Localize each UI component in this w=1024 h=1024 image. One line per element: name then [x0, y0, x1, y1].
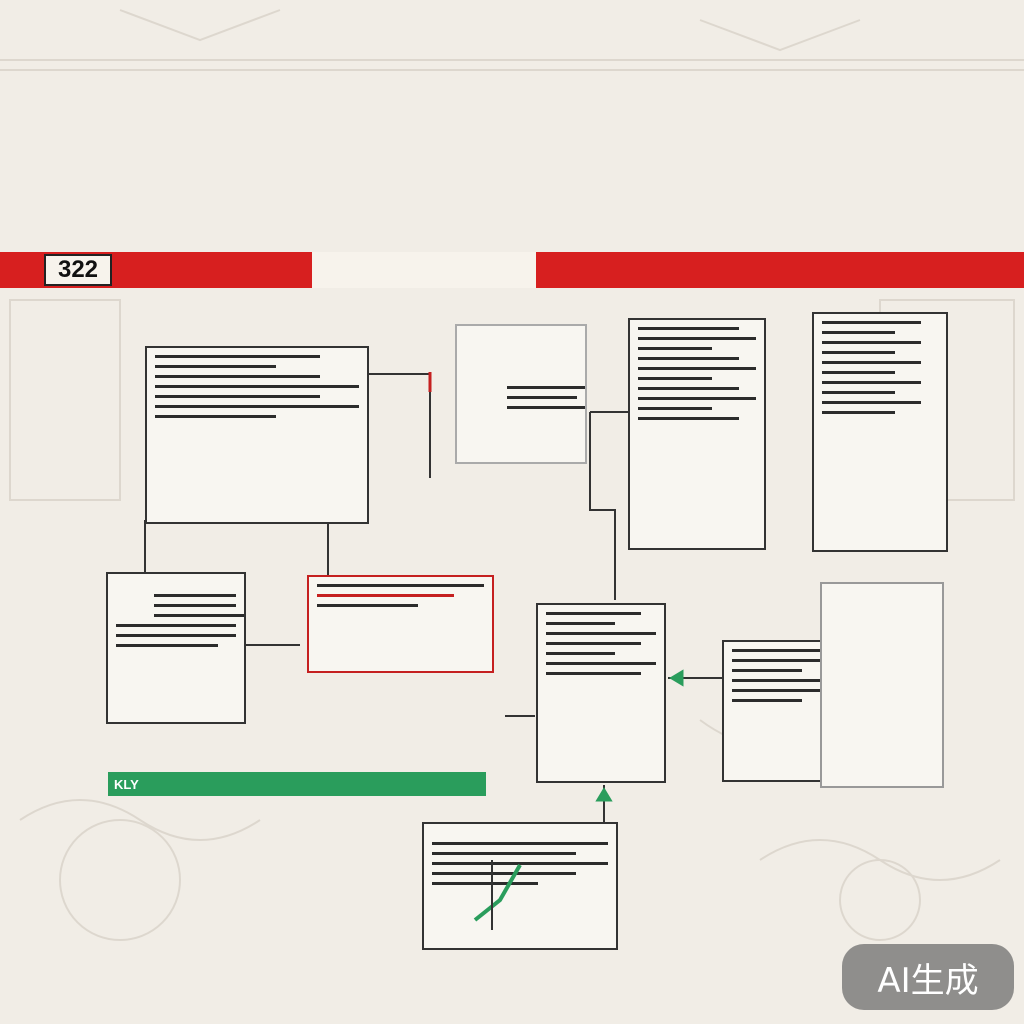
node-3-text-lines [630, 327, 764, 420]
diagram-node-3 [628, 318, 766, 550]
diagram-node-10 [422, 822, 618, 950]
green-label: KLY [108, 772, 486, 796]
diagram-node-5 [106, 572, 246, 724]
section-label [312, 252, 536, 288]
number-badge: 322 [44, 254, 112, 286]
ai-generated-badge: AI生成 [842, 944, 1014, 1010]
diagram-node-1 [145, 346, 369, 524]
diagram-node-4 [812, 312, 948, 552]
node-10-text-lines [424, 842, 616, 885]
diagram-node-6 [307, 575, 494, 673]
diagram-node-7 [536, 603, 666, 783]
node-5-text-lines [108, 594, 244, 647]
diagram-node-2 [455, 324, 587, 464]
node-6-text-lines [309, 584, 492, 607]
node-2-text-lines [457, 386, 585, 409]
node-7-text-lines [538, 612, 664, 675]
trend-line-icon [473, 860, 522, 930]
diagram-node-9 [820, 582, 944, 788]
node-1-text-lines [147, 355, 367, 418]
node-4-text-lines [814, 321, 946, 414]
node-8-text-lines [724, 649, 852, 702]
